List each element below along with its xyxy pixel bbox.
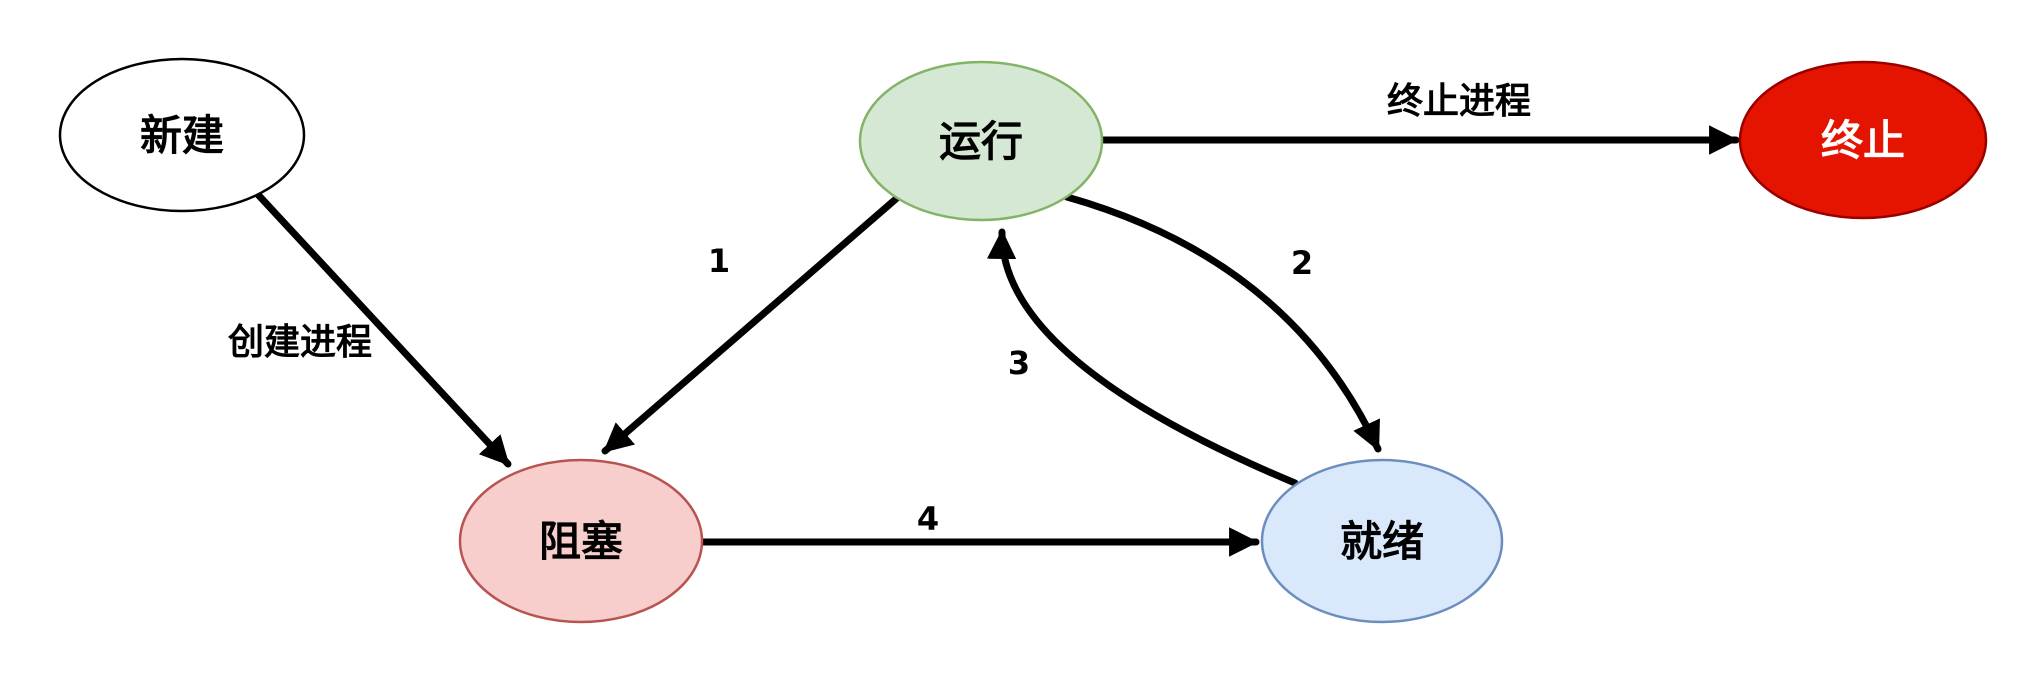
node-new: 新建	[58, 57, 306, 213]
edge-label-1: 1	[708, 242, 730, 280]
edge-new-to-blocked	[246, 182, 512, 468]
edge-label-4: 4	[917, 500, 939, 538]
node-new-ellipse	[58, 57, 306, 213]
node-terminated-ellipse	[1738, 60, 1988, 220]
node-running-ellipse	[858, 60, 1104, 222]
node-terminated-label: 终止	[1821, 116, 1905, 165]
node-ready-ellipse	[1260, 458, 1504, 624]
edge-running-to-blocked	[601, 194, 901, 455]
edge-label-3: 3	[1008, 344, 1030, 382]
edge-running-to-ready	[1063, 193, 1382, 453]
node-running-label: 运行	[939, 117, 1023, 166]
nodes-layer: 新建 运行 终止 阻塞 就绪	[58, 57, 1988, 624]
edge-label-terminate-process: 终止进程	[1387, 81, 1531, 122]
node-ready: 就绪	[1260, 458, 1504, 624]
node-terminated: 终止	[1738, 60, 1988, 220]
edge-labels-layer: 创建进程 1 终止进程 2 3 4	[228, 81, 1531, 538]
node-ready-label: 就绪	[1340, 517, 1424, 566]
node-blocked: 阻塞	[458, 458, 704, 624]
node-blocked-ellipse	[458, 458, 704, 624]
edge-ready-to-running	[986, 228, 1299, 487]
edge-label-2: 2	[1291, 244, 1313, 282]
node-new-label: 新建	[140, 111, 224, 160]
node-running: 运行	[858, 60, 1104, 222]
node-blocked-label: 阻塞	[539, 517, 623, 566]
edge-label-create-process: 创建进程	[228, 322, 372, 363]
edges-layer	[246, 125, 1740, 557]
